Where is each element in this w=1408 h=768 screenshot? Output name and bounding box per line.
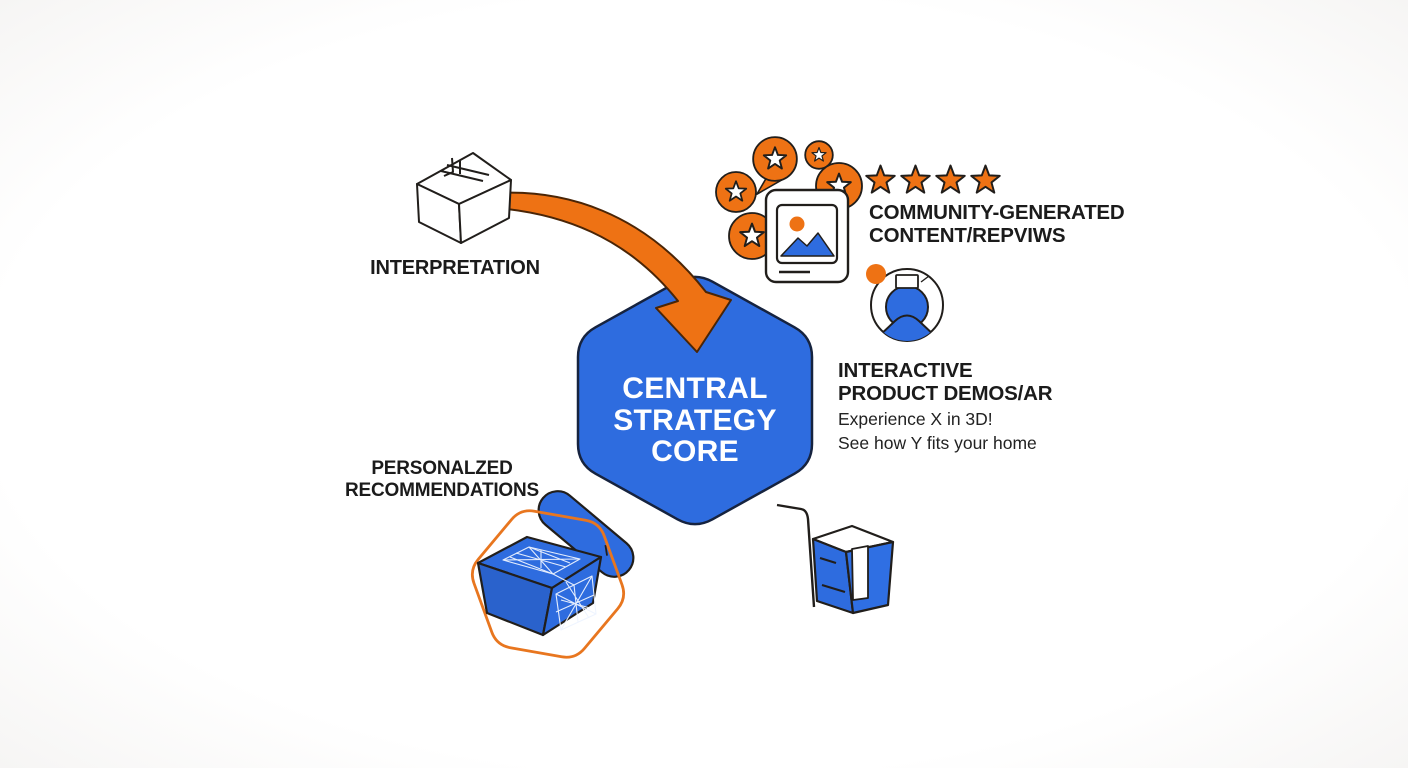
community-line2: CONTENT/REPVIWS (869, 224, 1066, 247)
box-flap (851, 545, 869, 601)
interactive-sub1: Experience X in 3D! (838, 409, 993, 429)
rating-star-icon (865, 164, 896, 194)
community-line1: COMMUNITY-GENERATED (869, 201, 1125, 224)
avatar-ar-icon (866, 264, 944, 342)
star-badge-cluster (716, 137, 862, 259)
personalized-label: PERSONALZED RECOMMENDATIONS (336, 458, 548, 501)
rating-star-icon (935, 164, 966, 194)
interpretation-label: INTERPRETATION (352, 257, 558, 280)
personalized-line2: RECOMMENDATIONS (344, 479, 540, 501)
interactive-label: INTERACTIVE PRODUCT DEMOS/AR (838, 359, 1053, 405)
community-label: COMMUNITY-GENERATED CONTENT/REPVIWS (869, 201, 1125, 247)
package-box-icon (416, 152, 512, 244)
interactive-line2: PRODUCT DEMOS/AR (838, 382, 1053, 405)
rating-star-icon (900, 164, 931, 194)
interactive-line1: INTERACTIVE (838, 359, 973, 382)
central-hexagon (576, 275, 814, 526)
hexagon-title: CENTRAL STRATEGY CORE (580, 373, 810, 468)
interpretation-text: INTERPRETATION (370, 257, 540, 279)
star-bubble-icon (753, 137, 797, 194)
hexagon-outline-icon (470, 509, 626, 659)
hexagon-title-line1: CENTRAL (622, 372, 768, 405)
interactive-sub2: See how Y fits your home (838, 432, 1037, 453)
star-badge-icon (716, 172, 756, 212)
personalized-line1: PERSONALZED (371, 458, 513, 479)
open-box-icon (811, 524, 895, 615)
hexagon-title-line3: CORE (651, 435, 739, 468)
neural-cube-icon (476, 535, 603, 637)
interactive-subtext: Experience X in 3D! See how Y fits your … (838, 408, 1037, 455)
orange-dot-icon (866, 264, 886, 284)
photo-card-icon (764, 188, 850, 284)
hexagon-title-line2: STRATEGY (613, 403, 777, 437)
star-badge-icon (805, 141, 833, 169)
rating-star-icon (970, 164, 1001, 194)
rating-stars (864, 164, 1002, 197)
connector-line (776, 503, 816, 608)
curved-arrow-icon (482, 191, 732, 353)
